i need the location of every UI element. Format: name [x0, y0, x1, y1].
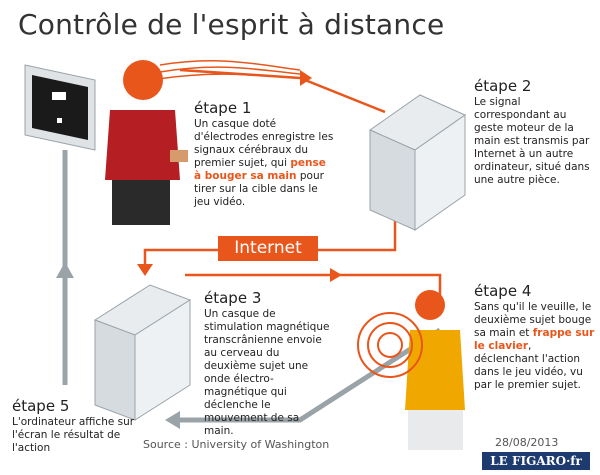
- step-4: étape 4 Sans qu'il le veuille, le deuxiè…: [474, 283, 598, 392]
- step-5-label: étape 5: [12, 397, 70, 415]
- arrowhead-left-icon: [165, 411, 180, 429]
- step-5: étape 5 L'ordinateur affiche sur l'écran…: [12, 398, 152, 455]
- step-4-text-end: , déclenchant l'action dans le jeu vidéo…: [474, 340, 583, 391]
- step-1-highlight: pense à bouger sa main: [194, 157, 326, 182]
- step-5-text: L'ordinateur affiche sur l'écran le résu…: [12, 416, 135, 454]
- arrowhead-down-icon: [137, 264, 153, 276]
- person-1-illustration: [105, 59, 301, 225]
- step-3-text: Un casque de stimulation magnétique tran…: [204, 308, 330, 437]
- signal-flow-arrow: [143, 68, 442, 300]
- step-1: étape 1 Un casque doté d'électrodes enre…: [194, 100, 334, 209]
- step-4-text: Sans qu'il le veuille, le deuxième sujet…: [474, 301, 592, 339]
- publication-date: 28/08/2013: [495, 436, 559, 449]
- step-1-label: étape 1: [194, 99, 252, 117]
- source-credit: Source : University of Washington: [143, 438, 330, 451]
- step-1-text-end: pour tirer sur la cible dans le jeu vidé…: [194, 170, 324, 208]
- le-figaro-logo: LE FIGARO·fr: [482, 452, 590, 470]
- step-3: étape 3 Un casque de stimulation magnéti…: [204, 290, 332, 438]
- monitor-icon: [24, 64, 96, 151]
- step-4-highlight: frappe sur le clavier: [474, 327, 595, 352]
- step-2-label: étape 2: [474, 77, 532, 95]
- step-2: étape 2 Le signal correspondant au geste…: [474, 78, 598, 187]
- person-4-illustration: [357, 290, 465, 450]
- internet-label: Internet: [218, 236, 318, 261]
- computer-3-icon: [93, 284, 192, 421]
- arrowhead-up-icon: [56, 262, 74, 278]
- arrowhead-right-icon: [300, 70, 312, 86]
- computer-2-icon: [368, 94, 467, 231]
- step-3-label: étape 3: [204, 289, 262, 307]
- step-2-text: Le signal correspondant au geste moteur …: [474, 96, 590, 186]
- page-title: Contrôle de l'esprit à distance: [18, 8, 445, 41]
- arrowhead-right-icon: [330, 268, 342, 282]
- step-4-label: étape 4: [474, 282, 532, 300]
- step-1-text: Un casque doté d'électrodes enregistre l…: [194, 118, 334, 169]
